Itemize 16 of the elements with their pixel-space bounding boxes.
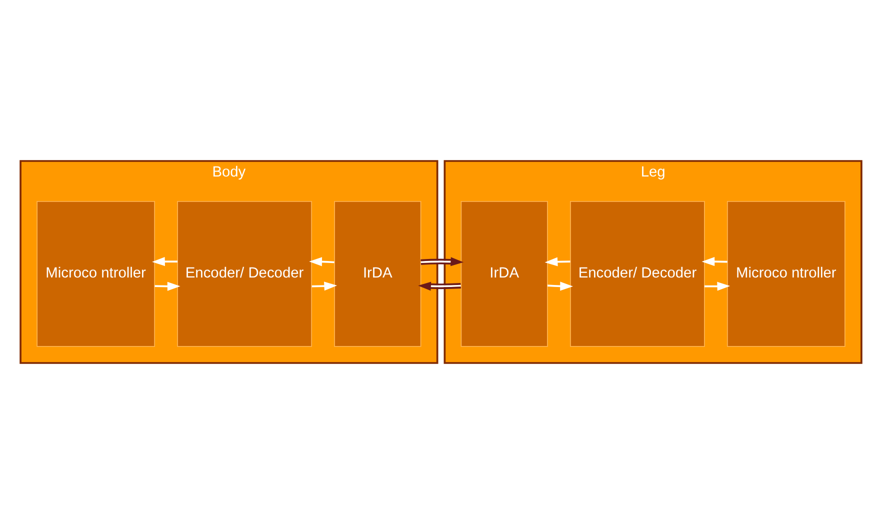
arrow	[704, 281, 730, 290]
node-box: Microco ntroller	[36, 200, 156, 346]
node-box: Encoder/ Decoder	[570, 200, 705, 346]
arrow	[312, 281, 338, 290]
arrow	[702, 256, 728, 266]
arrow	[544, 256, 570, 266]
arrow	[547, 281, 573, 290]
node-box: Encoder/ Decoder	[177, 200, 312, 346]
node-box: IrDA	[334, 200, 422, 346]
arrow	[154, 281, 180, 290]
arrow	[152, 256, 178, 266]
arrow	[420, 256, 464, 266]
arrow	[309, 256, 334, 266]
arrow	[418, 281, 461, 290]
node-box: Microco ntroller	[726, 200, 846, 346]
node-box: IrDA	[460, 200, 548, 346]
